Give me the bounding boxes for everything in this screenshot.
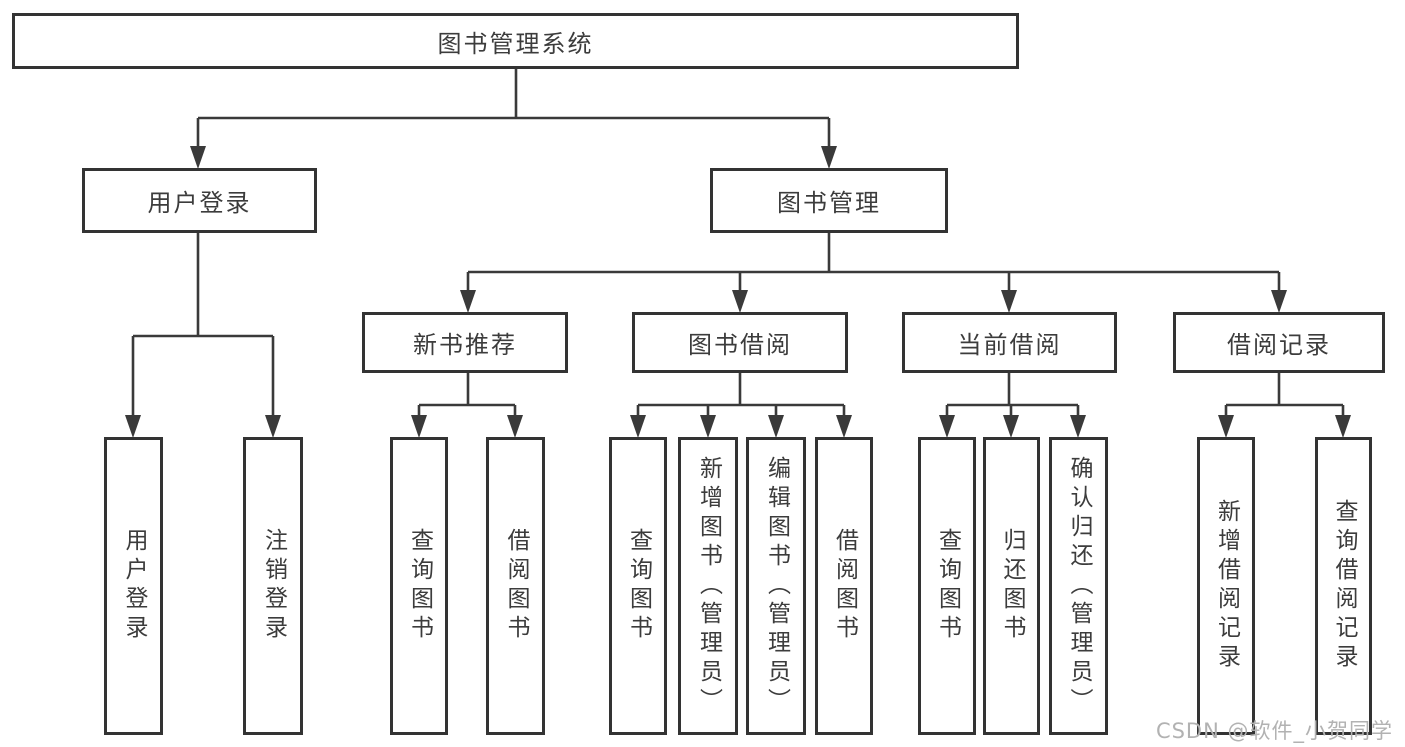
- connector-newbooks-to-leaves: [417, 373, 517, 421]
- leaf-edit-books-admin: 编辑图书（管理员）: [746, 437, 806, 735]
- leaf-logout: 注销登录: [243, 437, 303, 735]
- arrowhead-icon: [732, 290, 748, 313]
- connector-borrowrecords-to-leaves: [1224, 373, 1345, 421]
- connector-root-to-level2: [196, 68, 831, 150]
- leaf-label: 注销登录: [260, 528, 287, 644]
- leaf-query-books: 查询图书: [390, 437, 448, 735]
- leaf-borrow-books: 借阅图书: [815, 437, 873, 735]
- connector-bookborrow-to-leaves: [636, 373, 846, 421]
- arrowhead-icon: [836, 415, 852, 438]
- node-new-book-recommend: 新书推荐: [362, 312, 568, 373]
- arrowhead-icon: [1070, 415, 1086, 438]
- arrowhead-icon: [1218, 415, 1234, 438]
- leaf-label: 借阅图书: [503, 528, 529, 644]
- connector-userlogin-to-leaves: [131, 233, 275, 421]
- arrowhead-icon: [700, 415, 716, 438]
- leaf-label: 确认归还（管理员）: [1066, 455, 1092, 717]
- arrowhead-icon: [190, 146, 206, 169]
- node-root-system: 图书管理系统: [12, 13, 1019, 69]
- node-current-borrowing: 当前借阅: [902, 312, 1117, 373]
- arrowhead-icon: [265, 415, 281, 438]
- arrowhead-icon: [460, 290, 476, 313]
- arrowhead-icon: [1335, 415, 1351, 438]
- arrowhead-icon: [411, 415, 427, 438]
- leaf-query-books: 查询图书: [609, 437, 667, 735]
- arrowhead-icon: [768, 415, 784, 438]
- node-borrowing-records: 借阅记录: [1173, 312, 1385, 373]
- node-book-management: 图书管理: [710, 168, 948, 233]
- leaf-label: 用户登录: [121, 528, 147, 644]
- leaf-label: 新增借阅记录: [1213, 499, 1240, 673]
- arrowhead-icon: [630, 415, 646, 438]
- node-book-borrowing: 图书借阅: [632, 312, 848, 373]
- leaf-query-borrow-record: 查询借阅记录: [1315, 437, 1372, 735]
- leaf-label: 新增图书（管理员）: [695, 455, 722, 717]
- leaf-label: 借阅图书: [831, 528, 858, 644]
- leaf-label: 归还图书: [999, 528, 1025, 644]
- connector-bookmgmt-to-level3: [466, 233, 1281, 296]
- leaf-add-borrow-record: 新增借阅记录: [1197, 437, 1255, 735]
- leaf-add-books-admin: 新增图书（管理员）: [678, 437, 738, 735]
- leaf-label: 查询图书: [406, 528, 433, 644]
- leaf-confirm-return-admin: 确认归还（管理员）: [1049, 437, 1108, 735]
- arrowhead-icon: [507, 415, 523, 438]
- leaf-label: 查询图书: [934, 528, 961, 644]
- leaf-return-books: 归还图书: [983, 437, 1040, 735]
- arrowhead-icon: [125, 415, 141, 438]
- leaf-label: 编辑图书（管理员）: [763, 455, 790, 717]
- leaf-label: 查询图书: [625, 528, 652, 644]
- leaf-query-books: 查询图书: [918, 437, 976, 735]
- arrowhead-icon: [1271, 290, 1287, 313]
- leaf-borrow-books: 借阅图书: [486, 437, 545, 735]
- csdn-watermark: CSDN @软件_小贺同学: [1155, 719, 1393, 743]
- leaf-label: 查询借阅记录: [1331, 499, 1357, 673]
- arrowhead-icon: [1001, 290, 1017, 313]
- arrowhead-icon: [939, 415, 955, 438]
- arrowhead-icon: [821, 146, 837, 169]
- leaf-user-login: 用户登录: [104, 437, 163, 735]
- arrowhead-icon: [1003, 415, 1019, 438]
- connector-currentborrow-to-leaves: [945, 373, 1080, 421]
- node-user-login: 用户登录: [82, 168, 317, 233]
